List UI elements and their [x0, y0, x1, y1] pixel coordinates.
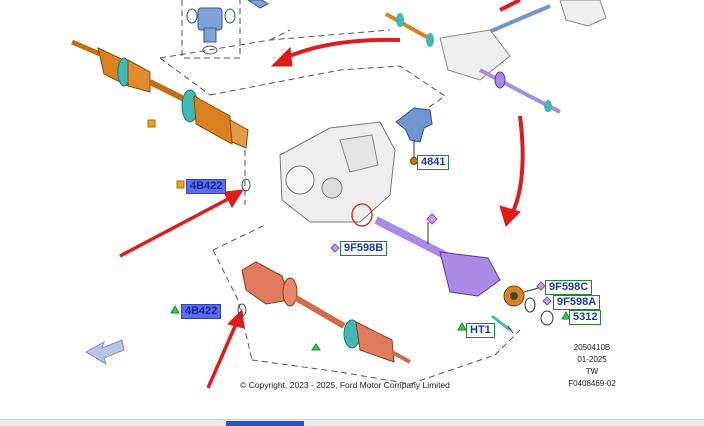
- callout-9f598a[interactable]: 9F598A: [553, 295, 601, 310]
- callout-4841[interactable]: 4841: [417, 155, 450, 170]
- purple-diamond-marker: [426, 213, 438, 225]
- ht1-tool: [491, 314, 514, 334]
- bottom-active-tab[interactable]: [226, 421, 304, 426]
- nav-arrow-icon[interactable]: [85, 339, 125, 366]
- callout-4b422-upper[interactable]: 4B422: [186, 179, 227, 194]
- clip-upper: [241, 178, 251, 192]
- metadata-line1: 2050410B: [573, 343, 611, 352]
- callout-9f598c[interactable]: 9F598C: [545, 280, 593, 295]
- bottom-scroll-bar[interactable]: [0, 419, 704, 426]
- callout-5312[interactable]: 5312: [569, 310, 602, 325]
- metadata-line4: F0408469-02: [568, 379, 616, 388]
- upper-left-drive-shaft: [71, 39, 249, 149]
- part-4841: [395, 107, 433, 165]
- group-outlines: [159, 0, 521, 385]
- transaxle-housing: [279, 121, 396, 223]
- callout-ht1[interactable]: HT1: [466, 323, 495, 338]
- cross-joint-inset: [186, 0, 269, 55]
- metadata-line2: 01-2025: [577, 355, 607, 364]
- figure-metadata: 2050410B 01-2025 TW F0408469-02: [560, 342, 624, 390]
- o-ring-9f598b: [351, 203, 373, 227]
- top-group-outline: [159, 29, 391, 59]
- vehicle-overview-mini: [385, 0, 607, 114]
- callout-4b422-lower[interactable]: 4B422: [181, 304, 222, 319]
- copyright-text: © Copyright, 2023 - 2025, Ford Motor Com…: [240, 380, 450, 390]
- metadata-line3: TW: [585, 367, 599, 376]
- red-arrows: [119, 0, 525, 389]
- clip-lower: [237, 303, 247, 317]
- purple-intermediate-shaft: [374, 213, 501, 297]
- callout-9f598b[interactable]: 9F598B: [340, 241, 388, 256]
- orange-square-marker: [147, 119, 156, 128]
- seals-right: [503, 281, 571, 326]
- lower-drive-shaft: [241, 261, 411, 364]
- green-triangle-marker: [561, 310, 571, 320]
